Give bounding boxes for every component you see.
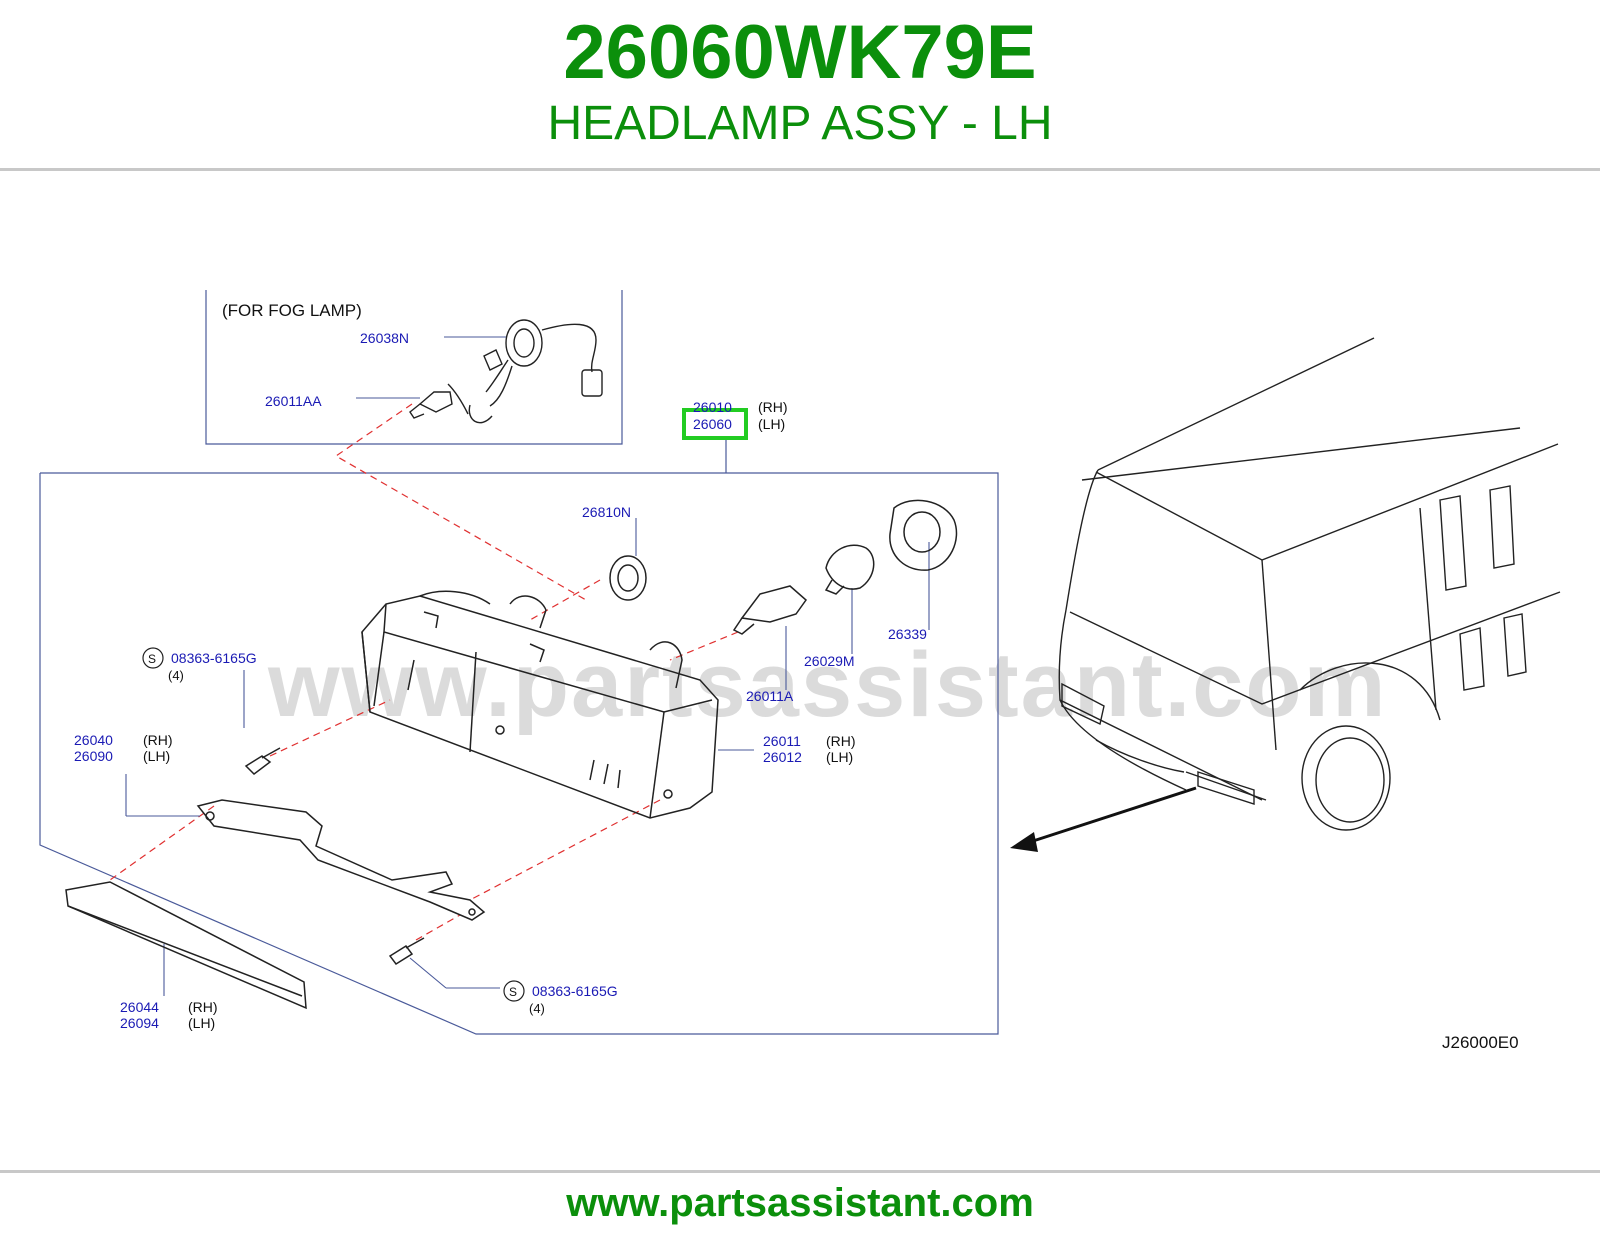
s-mark-top: S — [148, 652, 156, 666]
drawing-code: J26000E0 — [1442, 1033, 1519, 1052]
s-mark-circle-top — [142, 647, 164, 669]
label-26010-side: (RH) — [758, 399, 788, 415]
label-26044[interactable]: 26044 — [120, 999, 159, 1015]
selected-part-highlight[interactable] — [682, 408, 748, 440]
label-26060-side: (LH) — [758, 416, 785, 432]
fog-lamp-inset — [205, 290, 623, 445]
label-26094-side: (LH) — [188, 1015, 215, 1031]
van-illustration — [1058, 337, 1561, 831]
part-name-subtitle: HEADLAMP ASSY - LH — [547, 97, 1053, 150]
label-26029M[interactable]: 26029M — [804, 653, 855, 669]
label-26040-side: (RH) — [143, 732, 173, 748]
footer-website-link[interactable]: www.partsassistant.com — [566, 1181, 1034, 1225]
part-number-title: 26060WK79E — [563, 10, 1037, 95]
label-26012[interactable]: 26012 — [763, 749, 802, 765]
label-26010[interactable]: 26010 — [693, 399, 732, 415]
label-26040[interactable]: 26040 — [74, 732, 113, 748]
header-divider — [0, 168, 1600, 171]
bulb-socket-parts — [609, 499, 958, 635]
qty-bolt-top: (4) — [168, 668, 184, 683]
label-26060[interactable]: 26060 — [693, 416, 732, 432]
bracket-and-fasteners — [65, 747, 486, 1010]
label-26011-side: (RH) — [826, 733, 856, 749]
location-arrow — [1010, 786, 1197, 852]
s-mark-circle-bottom — [503, 980, 525, 1002]
label-26012-side: (LH) — [826, 749, 853, 765]
s-mark-bottom: S — [509, 985, 517, 999]
label-26038N[interactable]: 26038N — [360, 330, 409, 346]
footer-divider — [0, 1170, 1600, 1173]
label-26339[interactable]: 26339 — [888, 626, 927, 642]
label-26090[interactable]: 26090 — [74, 748, 113, 764]
label-26044-side: (RH) — [188, 999, 218, 1015]
header: 26060WK79E HEADLAMP ASSY - LH — [0, 0, 1600, 168]
assembly-frame — [39, 440, 999, 1035]
label-26011[interactable]: 26011 — [763, 733, 801, 749]
fog-lamp-socket-drawing — [409, 319, 603, 424]
label-26011AA[interactable]: 26011AA — [265, 393, 322, 409]
label-26090-side: (LH) — [143, 748, 170, 764]
label-26810N[interactable]: 26810N — [582, 504, 631, 520]
headlamp-assembly-drawing — [361, 590, 719, 819]
label-26094[interactable]: 26094 — [120, 1015, 159, 1031]
inset-title: (FOR FOG LAMP) — [222, 301, 362, 320]
label-bolt-top[interactable]: 08363-6165G — [171, 650, 257, 666]
label-26011A[interactable]: 26011A — [746, 688, 794, 704]
label-bolt-bottom[interactable]: 08363-6165G — [532, 983, 618, 999]
qty-bolt-bottom: (4) — [529, 1001, 545, 1016]
label-leaders — [125, 336, 930, 996]
watermark-text: www.partsassistant.com — [267, 634, 1387, 736]
